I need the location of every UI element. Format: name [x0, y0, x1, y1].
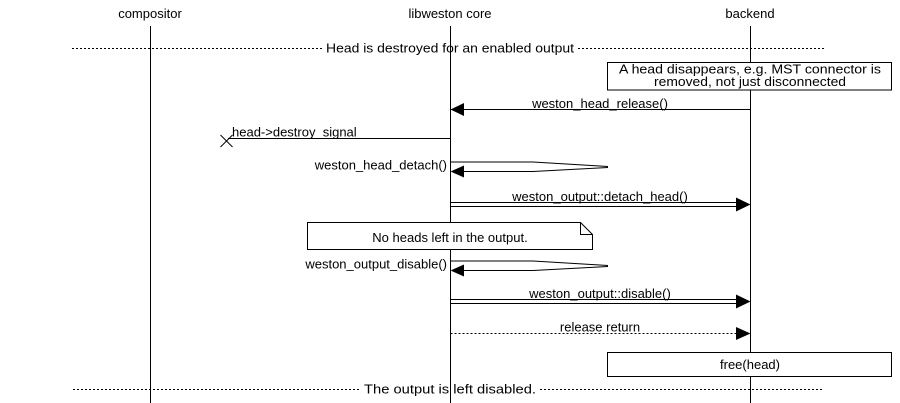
message-weston-output-detach-head-label: weston_output::detach_head() [511, 189, 688, 204]
participant-compositor: compositor [118, 6, 182, 21]
message-head-destroy-signal: head->destroy_signal [220, 125, 451, 148]
self-message-loop [450, 260, 609, 271]
note-no-heads-label: No heads left in the output. [372, 230, 527, 245]
divider-bottom: The output is left disabled. [73, 382, 824, 397]
note-head-disappears-box [607, 62, 892, 91]
box-free-head-rect [607, 352, 892, 377]
message-weston-output-disable-call-label: weston_output::disable() [528, 286, 671, 301]
message-release-return: release return [450, 320, 751, 340]
message-weston-head-detach: weston_head_detach() [314, 158, 609, 178]
message-weston-head-detach-label: weston_head_detach() [314, 158, 447, 173]
message-weston-output-disable-call: weston_output::disable() [450, 286, 751, 309]
note-head-disappears-line1: A head disappears, e.g. MST connector is [619, 62, 882, 77]
self-message-loop [450, 161, 609, 172]
box-free-head-label: free(head) [720, 357, 780, 372]
message-weston-output-disable-label: weston_output_disable() [304, 257, 447, 272]
lost-message-x-icon [220, 134, 233, 148]
message-weston-head-release-label: weston_head_release() [531, 96, 668, 111]
participant-libweston-core: libweston core [408, 6, 491, 21]
note-no-heads: No heads left in the output. [307, 222, 593, 250]
arrowhead-left-icon [450, 165, 464, 178]
arrowhead-left-icon [450, 264, 464, 277]
divider-top: Head is destroyed for an enabled output [72, 41, 824, 56]
message-weston-output-disable: weston_output_disable() [304, 257, 609, 277]
arrowhead-right-icon [736, 294, 751, 309]
arrowhead-left-icon [450, 103, 464, 116]
participant-backend: backend [725, 6, 774, 21]
message-release-return-label: release return [560, 320, 640, 335]
note-no-heads-box [307, 222, 593, 250]
message-head-destroy-signal-label: head->destroy_signal [232, 125, 357, 140]
arrowhead-right-icon [736, 327, 751, 340]
divider-bottom-label: The output is left disabled. [364, 382, 536, 397]
divider-top-label: Head is destroyed for an enabled output [326, 41, 574, 56]
note-head-disappears: A head disappears, e.g. MST connector is… [607, 62, 892, 91]
box-free-head: free(head) [607, 352, 892, 377]
message-weston-output-detach-head: weston_output::detach_head() [450, 189, 751, 212]
note-fold-icon [580, 222, 593, 235]
message-weston-head-release: weston_head_release() [450, 96, 751, 116]
arrowhead-right-icon [736, 197, 751, 212]
note-head-disappears-line2: removed, not just disconnected [654, 74, 846, 89]
